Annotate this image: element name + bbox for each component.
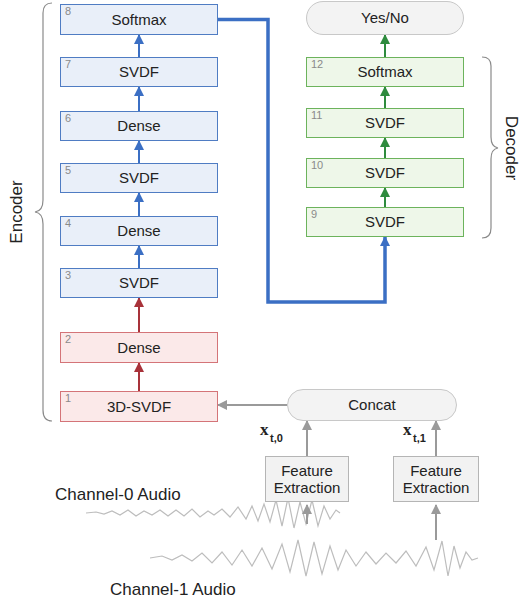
signal-subscript: t,1 [413,432,426,444]
layer-box: 5 SVDF [60,163,218,193]
layer-box: 3 SVDF [60,268,218,298]
data-flow-arrow [306,421,308,456]
layer-number: 11 [311,110,322,121]
box-label: Dense [117,117,160,134]
layer-number: 2 [65,334,71,345]
channel-1-waveform [150,540,478,576]
data-flow-arrow [138,246,140,268]
box-label: SVDF [365,213,405,230]
layer-number: 4 [65,218,71,229]
data-flow-arrow [138,141,140,163]
layer-box: 4 Dense [60,216,218,246]
layer-number: 10 [311,160,323,171]
data-flow-arrow [138,193,140,216]
data-flow-arrow [218,404,287,406]
data-flow-arrow [138,363,140,391]
box-label: 3D-SVDF [107,398,171,415]
layer-box: 8 Softmax [60,4,218,35]
data-flow-arrow [384,87,386,108]
layer-number: 7 [65,59,71,70]
feature-box: Feature Extraction [393,456,479,502]
layer-number: 3 [65,270,71,281]
box-label: SVDF [119,63,159,80]
data-flow-arrow [384,138,386,158]
audio-arrow [435,505,437,540]
layer-number: 6 [65,113,71,124]
layer-box: 1 3D-SVDF [60,391,218,422]
group-label: Encoder [8,180,27,243]
layer-box: 11 SVDF [306,108,464,138]
layer-number: 5 [65,165,71,176]
layer-box: 9 SVDF [306,207,464,237]
box-label: Softmax [357,63,412,80]
audio-arrow [306,505,308,524]
layer-number: 9 [311,209,317,220]
box-label: Feature Extraction [266,462,348,497]
data-flow-arrow [384,35,386,57]
box-label: Yes/No [361,9,409,26]
decoder-brace [482,57,498,238]
box-label: Softmax [111,11,166,28]
output-box: Yes/No [306,1,464,35]
feature-box: Feature Extraction [265,456,349,502]
box-label: SVDF [365,164,405,181]
concat-box: Concat [287,389,457,421]
data-flow-arrow [435,421,437,456]
box-label: SVDF [119,169,159,186]
layer-number: 1 [65,393,71,404]
box-label: Dense [117,339,160,356]
layer-number: 12 [311,59,323,70]
audio-label: Channel-0 Audio [55,486,181,505]
box-label: SVDF [119,274,159,291]
layer-box: 10 SVDF [306,158,464,188]
box-label: SVDF [365,114,405,131]
box-label: Dense [117,222,160,239]
layer-box: 6 Dense [60,111,218,141]
data-flow-arrow [138,298,140,332]
data-flow-arrow [138,87,140,111]
layer-box: 12 Softmax [306,57,464,87]
layer-box: 2 Dense [60,332,218,363]
signal-name: x [403,421,412,440]
box-label: Concat [348,396,396,413]
encoder-brace [35,3,52,421]
signal-name: x [260,421,269,440]
data-flow-arrow [384,188,386,207]
group-label: Decoder [502,116,521,180]
signal-subscript: t,0 [270,432,283,444]
audio-label: Channel-1 Audio [110,581,236,600]
layer-number: 8 [65,6,71,17]
layer-box: 7 SVDF [60,57,218,87]
box-label: Feature Extraction [394,462,478,497]
data-flow-arrow [138,35,140,57]
